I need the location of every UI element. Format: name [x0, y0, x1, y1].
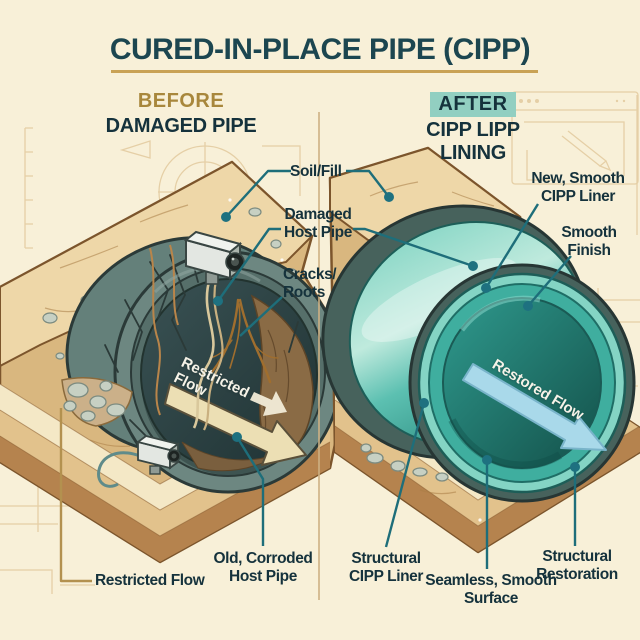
- shell-root-veins: [149, 244, 179, 416]
- after-subtitle: CIPP LIPP LINING: [426, 119, 520, 164]
- after-front-stones: [360, 443, 449, 482]
- after-panel-header: AFTER CIPP LIPP LINING: [393, 92, 553, 165]
- page-title: CURED-IN-PLACE PIPE (CIPP): [109, 33, 531, 66]
- debris-stones: [61, 377, 133, 427]
- ruler-sketch-icon: [24, 127, 33, 249]
- leader-dots: [213, 192, 580, 472]
- cctv-camera-bottom-icon: [97, 435, 181, 488]
- callout-old-corroded-host-pipe: Old, Corroded Host Pipe: [213, 550, 313, 585]
- browser-window-sketch-icon: [511, 91, 639, 185]
- restricted-flow-arrow: [164, 383, 307, 466]
- callout-structural-restoration: Structural Restoration: [536, 548, 618, 583]
- before-tag: BEFORE: [137, 90, 225, 112]
- leader-lines: [59, 169, 577, 583]
- callout-structural-cipp-liner: Structural CIPP Liner: [348, 550, 424, 585]
- callout-restricted-flow: Restricted Flow: [95, 572, 205, 589]
- cctv-camera-top-icon: [183, 230, 245, 431]
- title-underline: [111, 70, 538, 73]
- callout-soil-fill: Soil/Fill: [290, 163, 342, 180]
- roots: [209, 298, 279, 384]
- callout-damaged-host-pipe: Damaged Host Pipe: [284, 206, 352, 241]
- before-subtitle: DAMAGED PIPE: [105, 115, 257, 137]
- before-panel-header: BEFORE DAMAGED PIPE: [101, 90, 261, 138]
- panel-divider: [318, 112, 320, 600]
- callout-seamless-smooth-surface: Seamless, Smooth Surface: [425, 572, 557, 607]
- restored-flow-arrow: [462, 363, 607, 451]
- callout-new-smooth-cipp-liner: New, Smooth CIPP Liner: [531, 170, 625, 205]
- callout-smooth-finish: Smooth Finish: [561, 224, 617, 259]
- callout-cracks-roots: Cracks/ Roots: [283, 266, 337, 301]
- after-tag: AFTER: [430, 92, 516, 117]
